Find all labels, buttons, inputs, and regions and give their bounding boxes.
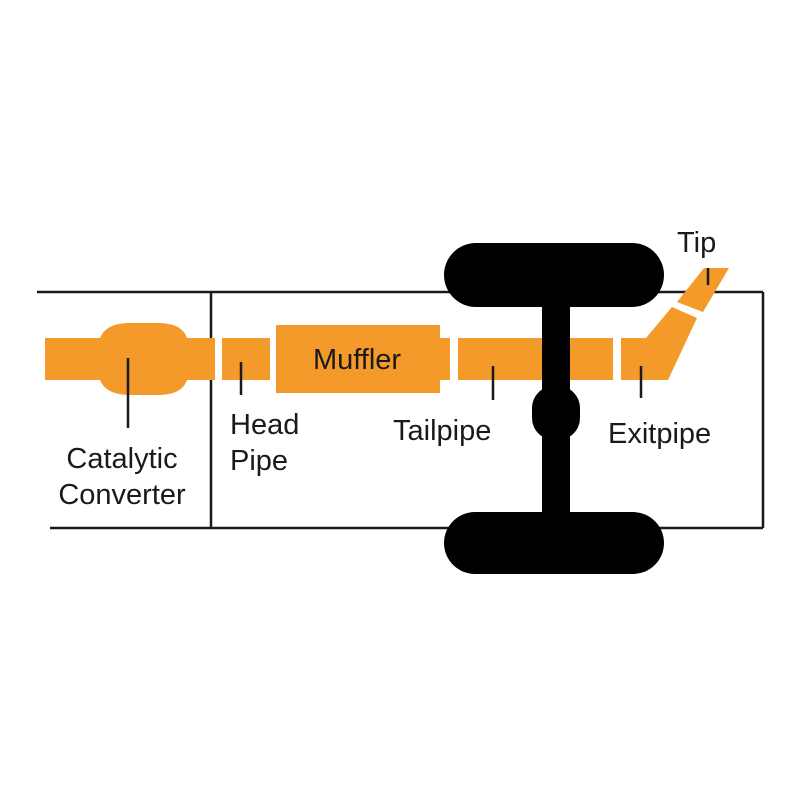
muffler-label: Muffler (313, 344, 401, 376)
catalytic-converter-label-line1: Catalytic (66, 443, 177, 475)
head-pipe-label-line2: Pipe (230, 445, 288, 477)
rear-wheel-bottom (444, 512, 664, 574)
tip-shape (677, 268, 729, 312)
catalytic-converter-label-line2: Converter (58, 479, 186, 511)
muffler-shape (276, 325, 440, 393)
catalytic-converter-shape (88, 323, 200, 395)
exitpipe-shape (621, 307, 697, 380)
exhaust-components (45, 268, 729, 395)
exitpipe-label: Exitpipe (608, 418, 711, 450)
connector-pipe (200, 338, 215, 380)
axle-differential (532, 386, 580, 440)
rear-axle-assembly (444, 243, 664, 574)
tailpipe-label: Tailpipe (393, 415, 491, 447)
tailpipe-shape (458, 338, 613, 380)
labels: Catalytic Converter Head Pipe Muffler Ta… (58, 227, 716, 511)
tip-label: Tip (677, 227, 716, 259)
head-pipe-shape (222, 338, 270, 380)
head-pipe-label-line1: Head (230, 409, 299, 441)
rear-wheel-top (444, 243, 664, 307)
leader-lines (126, 268, 710, 428)
muffler-outlet-stub (436, 338, 450, 380)
